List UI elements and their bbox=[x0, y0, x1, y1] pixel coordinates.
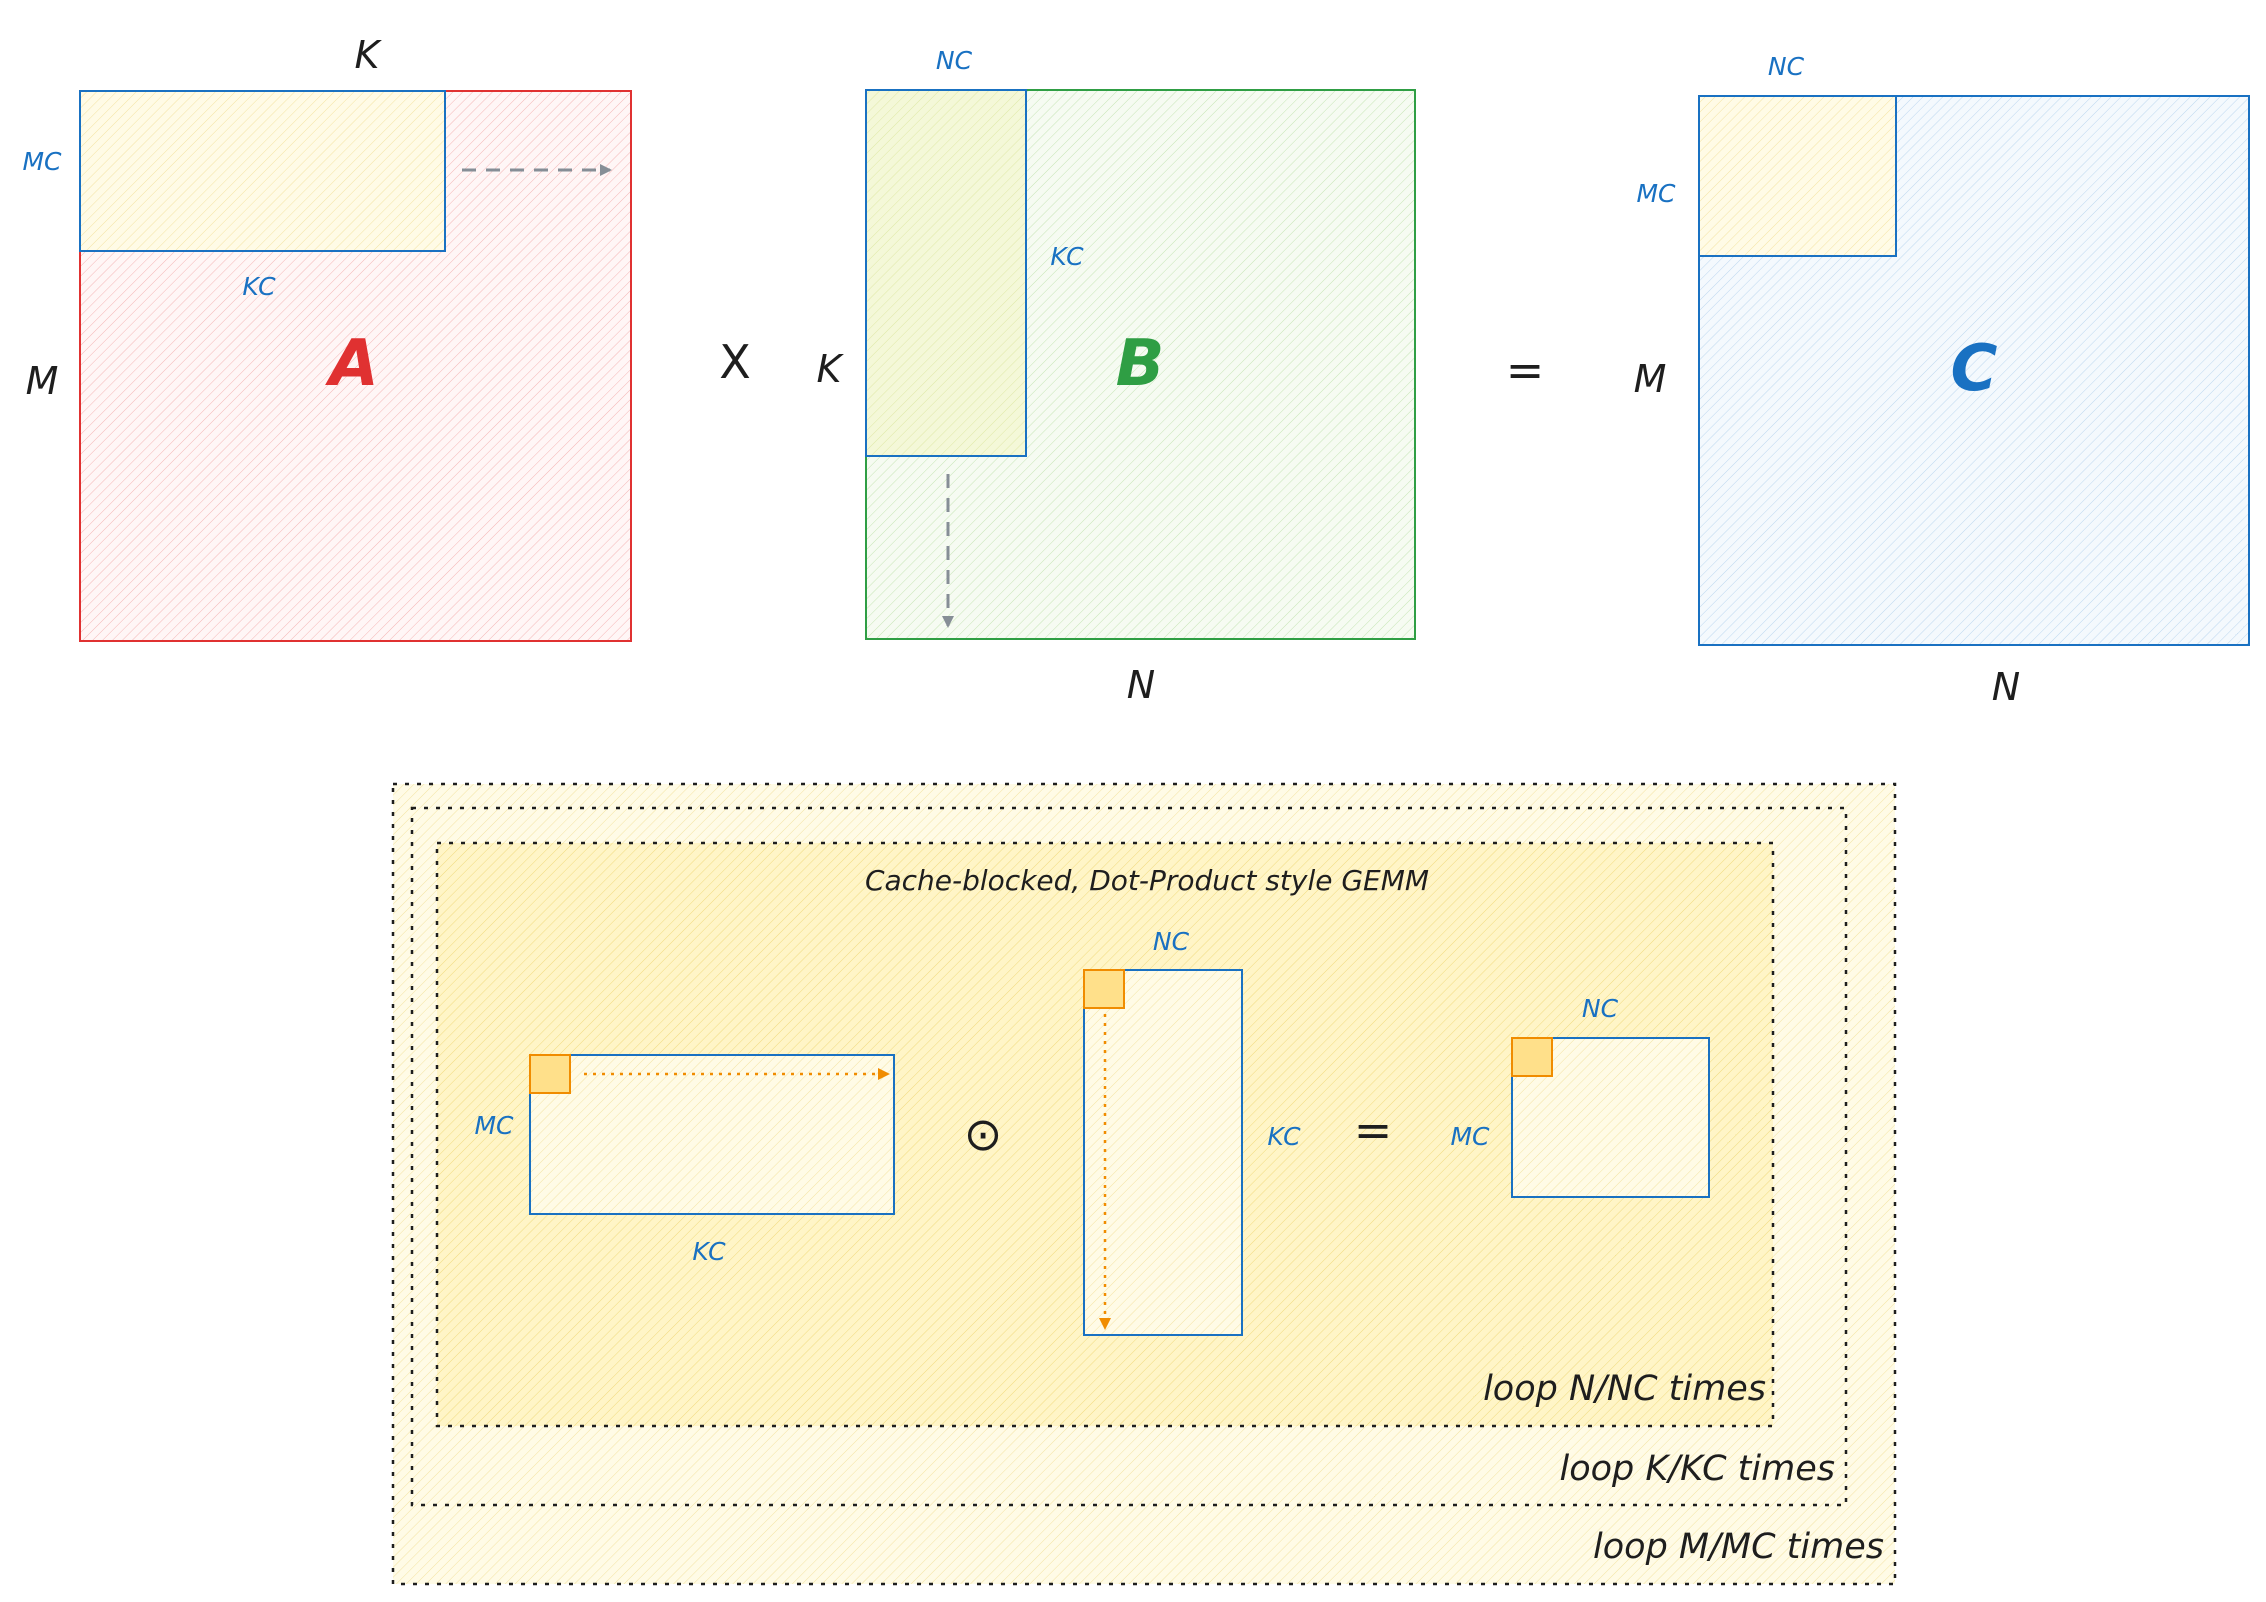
middle-block bbox=[1083, 969, 1243, 1336]
times-symbol: X bbox=[719, 335, 751, 389]
matrix-a-rows-label: M bbox=[26, 359, 59, 403]
matrix-a: K M MC KC A bbox=[22, 33, 632, 642]
matrix-b-block bbox=[865, 89, 1027, 457]
left-block-cols-label: KC bbox=[692, 1237, 726, 1266]
right-block-rows-label: MC bbox=[1450, 1122, 1490, 1151]
matrix-c-name: C bbox=[1951, 332, 1998, 406]
equals-symbol-top: = bbox=[1506, 343, 1545, 397]
matrix-a-block-cols-label: KC bbox=[242, 272, 276, 301]
matrix-c-block-cols-label: NC bbox=[1768, 52, 1805, 81]
loop-middle-label: loop K/KC times bbox=[1559, 1449, 1835, 1489]
matrix-c-block-rows-label: MC bbox=[1636, 179, 1676, 208]
matrix-c: NC MC M N C bbox=[1634, 52, 2250, 709]
middle-block-cols-label: NC bbox=[1153, 927, 1190, 956]
loop-inner-label: loop N/NC times bbox=[1483, 1369, 1766, 1409]
left-block-rows-label: MC bbox=[474, 1111, 514, 1140]
matrix-b-rows-label: K bbox=[817, 347, 845, 391]
matrix-c-cols-label: N bbox=[1992, 665, 2020, 709]
dot-product-symbol: ⊙ bbox=[964, 1107, 1003, 1161]
matrix-b-block-rows-label: KC bbox=[1050, 242, 1084, 271]
loop-panel: Cache-blocked, Dot-Product style GEMM MC… bbox=[391, 782, 1897, 1586]
left-block-tile bbox=[529, 1054, 571, 1094]
matrix-a-cols-label: K bbox=[355, 33, 383, 77]
matrix-a-block bbox=[79, 90, 446, 252]
right-block-tile bbox=[1511, 1037, 1553, 1077]
matrix-a-block-rows-label: MC bbox=[22, 147, 62, 176]
right-block-cols-label: NC bbox=[1582, 994, 1619, 1023]
matrix-c-rows-label: M bbox=[1634, 357, 1667, 401]
loop-outer-label: loop M/MC times bbox=[1593, 1527, 1884, 1567]
middle-block-tile bbox=[1083, 969, 1125, 1009]
matrix-b-name: B bbox=[1116, 327, 1165, 401]
panel-title: Cache-blocked, Dot-Product style GEMM bbox=[865, 864, 1429, 897]
matrix-a-name: A bbox=[324, 327, 379, 401]
matrix-b: NC KC K N B bbox=[817, 46, 1416, 707]
equals-symbol-bottom: = bbox=[1354, 1103, 1393, 1157]
middle-block-rows-label: KC bbox=[1267, 1122, 1301, 1151]
matrix-c-block bbox=[1698, 95, 1897, 257]
left-block bbox=[529, 1054, 895, 1215]
matrix-b-block-cols-label: NC bbox=[936, 46, 973, 75]
matrix-b-cols-label: N bbox=[1127, 663, 1155, 707]
